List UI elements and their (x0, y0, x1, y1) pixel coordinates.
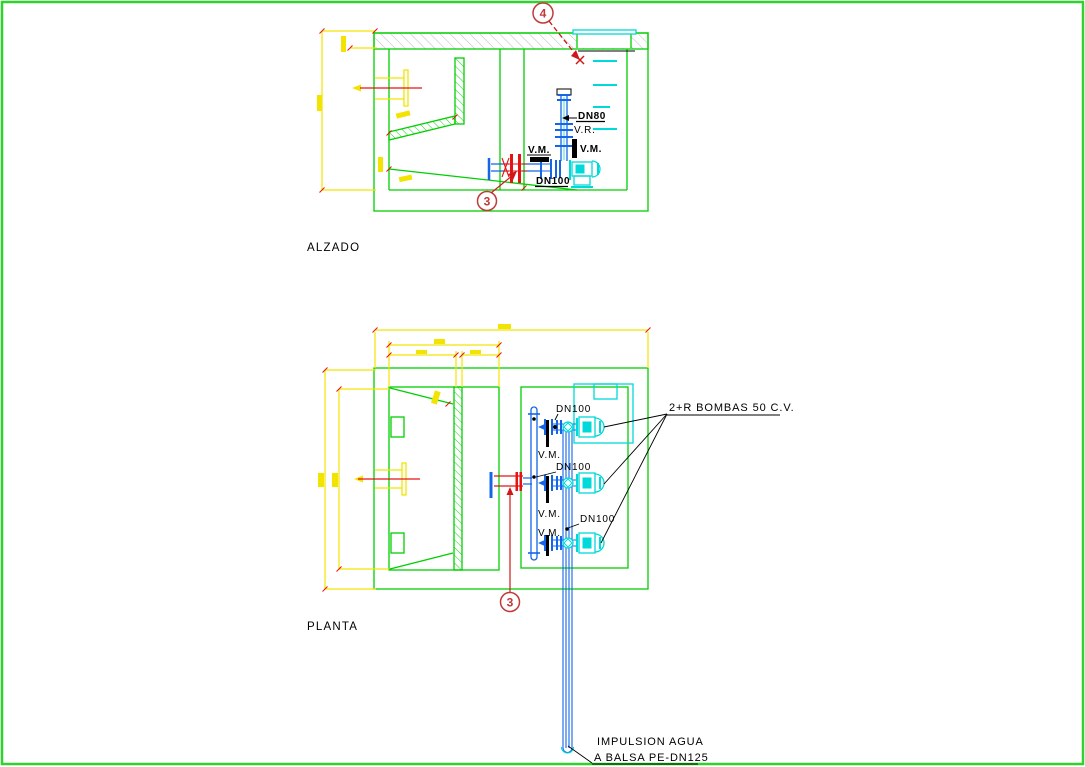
callout-3-number-alzado: 3 (484, 195, 491, 209)
dn100-label-alzado: DN100 (536, 176, 570, 187)
valve-handle (546, 476, 549, 503)
alzado-title: ALZADO (307, 242, 360, 254)
vm-label-top: V.M. (538, 450, 561, 461)
wall-sleeve-symbol (501, 154, 527, 183)
alzado-pump-assembly (487, 88, 601, 188)
suction-manifold (528, 406, 540, 561)
pump-line-middle (532, 472, 605, 503)
dn100-label-middle: DN100 (556, 462, 591, 473)
vm-suction-label: V.M. (528, 145, 550, 156)
pump-slab-outline (573, 383, 634, 444)
pump-group-note: 2+R BOMBAS 50 C.V. (600, 402, 795, 544)
dn80-arrow-icon (562, 115, 577, 121)
discharge-note-line2: A BALSA PE-DN125 (594, 752, 709, 764)
planta-annotations: DN100 DN100 DN100 V.M. V.M. V.M. 2+R BOM… (307, 402, 795, 765)
ladder-icon (593, 60, 617, 130)
callout-4-number: 4 (540, 7, 547, 21)
vm-riser-label: V.M. (580, 144, 602, 155)
callout-4: 4 (532, 2, 585, 65)
alzado-structure (373, 32, 649, 212)
callout-3-planta: 3 (499, 487, 521, 613)
discharge-note-line1: IMPULSION AGUA (597, 736, 704, 748)
planta-dimensions (318, 324, 651, 592)
discharge-riser (555, 88, 577, 161)
vm-label-middle: V.M. (538, 509, 561, 520)
alzado-view: DN80 V.R. V.M. V.M. DN100 4 3 (307, 2, 649, 254)
alzado-dimensions (317, 28, 527, 193)
alzado-annotations: DN80 V.R. V.M. V.M. DN100 4 3 (307, 2, 606, 254)
valve-handle (546, 420, 549, 447)
suction-valve-symbol (530, 157, 561, 179)
planta-title: PLANTA (307, 621, 358, 633)
pump-group-note-text: 2+R BOMBAS 50 C.V. (669, 402, 795, 414)
dn100-label-top: DN100 (556, 404, 591, 415)
planta-inlet-pipe (354, 462, 420, 496)
callout-3-alzado: 3 (476, 171, 517, 212)
discharge-note: IMPULSION AGUA A BALSA PE-DN125 (567, 736, 709, 765)
vr-label: V.R. (574, 125, 596, 136)
roof-hatch-cover (572, 29, 637, 35)
callout-3-number-planta: 3 (507, 596, 514, 610)
alzado-inlet-pipe (352, 69, 422, 107)
dn100-label-bottom: DN100 (580, 514, 615, 525)
riser-valve-handle (572, 139, 577, 158)
pump-symbol-elevation (569, 160, 601, 188)
pump-line-top (532, 416, 605, 447)
vm-label-bottom: V.M. (538, 528, 561, 539)
valve-handle (546, 535, 549, 556)
dn80-label: DN80 (578, 111, 606, 122)
planta-view: DN100 DN100 DN100 V.M. V.M. V.M. 2+R BOM… (307, 324, 795, 765)
pump-line-bottom (537, 527, 605, 556)
